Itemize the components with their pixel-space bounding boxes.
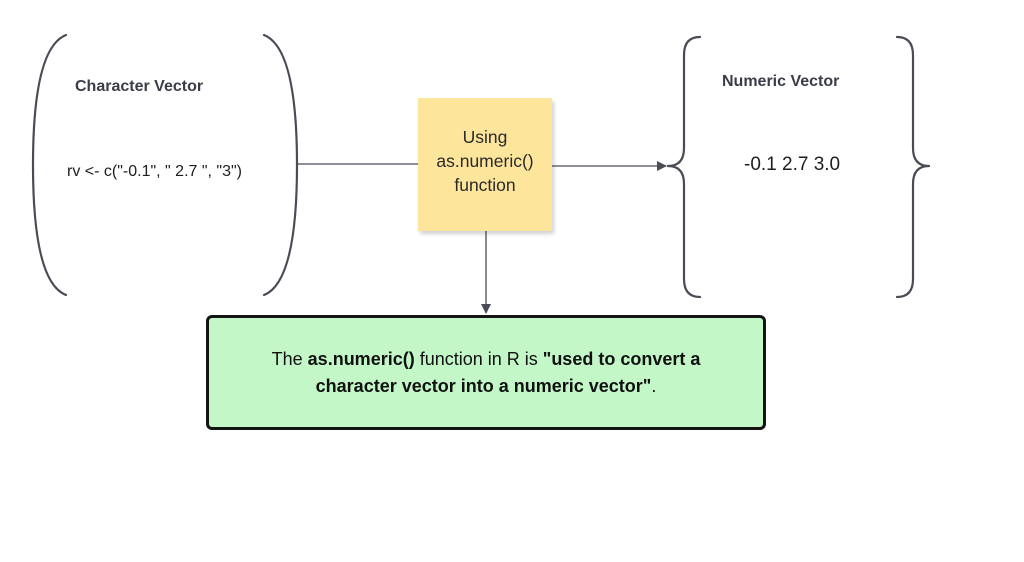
callout-line-2: character vector into a numeric vector". (272, 373, 701, 400)
callout-middle: function in R is (414, 348, 543, 369)
callout-line-1: The as.numeric() function in R is "used … (272, 346, 701, 373)
callout-box: The as.numeric() function in R is "used … (206, 315, 766, 430)
callout-prefix: The (271, 348, 308, 369)
left-close-paren (262, 33, 299, 297)
callout-text: The as.numeric() function in R is "used … (272, 346, 701, 400)
left-open-paren (31, 33, 68, 297)
callout-function-name: as.numeric() (307, 348, 415, 369)
numeric-vector-values: -0.1 2.7 3.0 (744, 154, 841, 175)
right-open-brace (666, 35, 702, 299)
sticky-note-line-1: Using (462, 126, 508, 147)
sticky-note-line-3: function (454, 174, 516, 195)
character-vector-code: rv <- c("-0.1", " 2.7 ", "3") (67, 163, 243, 180)
character-vector-title: Character Vector (75, 78, 204, 95)
sticky-note: Using as.numeric() function (418, 98, 552, 231)
callout-suffix: . (651, 375, 657, 396)
sticky-note-line-2: as.numeric() (436, 150, 534, 171)
right-close-brace (895, 35, 931, 299)
callout-quote-end: character vector into a numeric vector" (315, 375, 652, 396)
numeric-vector-title: Numeric Vector (722, 73, 840, 90)
callout-quote-start: "used to convert a (542, 348, 701, 369)
